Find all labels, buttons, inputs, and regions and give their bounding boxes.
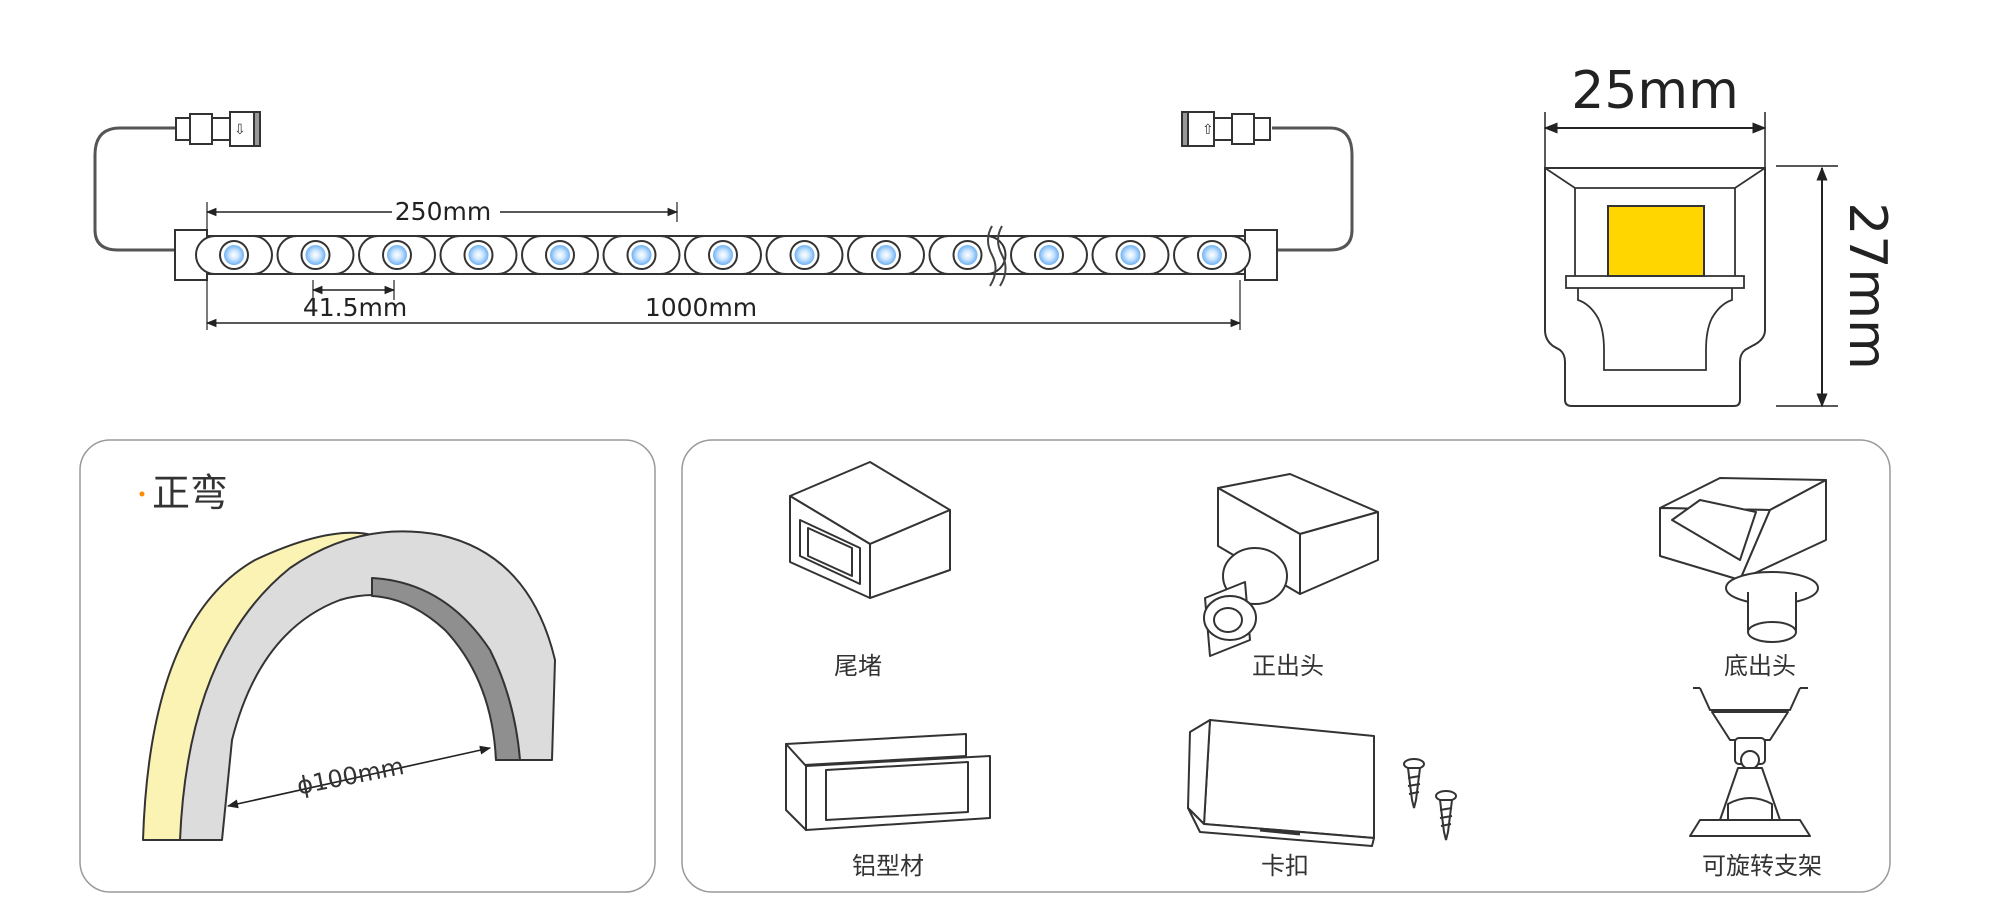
rotating-bracket-icon — [1689, 687, 1811, 837]
led-strip-diagram: ⇩ ⇧ 250mm 41.5mm — [93, 111, 1354, 330]
accessory-label-aluminium: 铝型材 — [852, 852, 924, 880]
accessory-label-clip: 卡扣 — [1261, 852, 1309, 880]
led-bead — [765, 235, 844, 275]
led-bead — [358, 235, 436, 275]
led-bead — [1091, 235, 1170, 275]
front-outlet-icon — [1203, 473, 1379, 657]
led-bead — [602, 235, 681, 275]
mounting-clip-icon — [1187, 719, 1375, 847]
bottom-outlet-icon — [1659, 477, 1827, 643]
dim-length-label: 1000mm — [645, 293, 757, 322]
right-connector-icon: ⇧ — [1181, 111, 1271, 147]
screw-icon — [1403, 758, 1425, 809]
led-bead — [439, 235, 518, 275]
led-bead — [1173, 235, 1251, 275]
led-bead — [847, 235, 925, 275]
cut-break — [987, 225, 1007, 287]
screw-icon — [1435, 790, 1457, 841]
dim-segment-label: 250mm — [395, 197, 491, 226]
end-cap-icon — [789, 461, 951, 599]
led-row — [195, 235, 1251, 275]
right-cable — [1260, 126, 1354, 252]
svg-text:⇧: ⇧ — [1202, 122, 1214, 138]
led-bead — [195, 235, 273, 275]
profile-cross-section: 25mm 27mm — [1543, 61, 1897, 408]
accessory-label-bottom-outlet: 底出头 — [1724, 652, 1796, 680]
aluminium-profile-icon — [785, 733, 991, 831]
svg-text:⇩: ⇩ — [234, 122, 246, 138]
left-connector-icon: ⇩ — [175, 111, 261, 147]
led-chip — [1607, 205, 1705, 277]
left-cable — [93, 126, 180, 252]
led-bead — [684, 235, 762, 275]
led-bead — [276, 235, 355, 275]
accessory-label-bracket: 可旋转支架 — [1702, 852, 1822, 880]
dim-pitch-label: 41.5mm — [303, 293, 407, 322]
accessory-label-end-cap: 尾堵 — [834, 652, 882, 680]
title-bullet-dot — [139, 491, 145, 497]
led-bead — [521, 235, 599, 275]
led-bead — [1010, 235, 1088, 275]
profile-width-label: 25mm — [1571, 61, 1738, 121]
accessory-label-front-outlet: 正出头 — [1252, 652, 1324, 680]
led-bead — [928, 235, 1007, 275]
bend-title: 正弯 — [152, 471, 228, 515]
profile-height-label: 27mm — [1837, 202, 1897, 369]
